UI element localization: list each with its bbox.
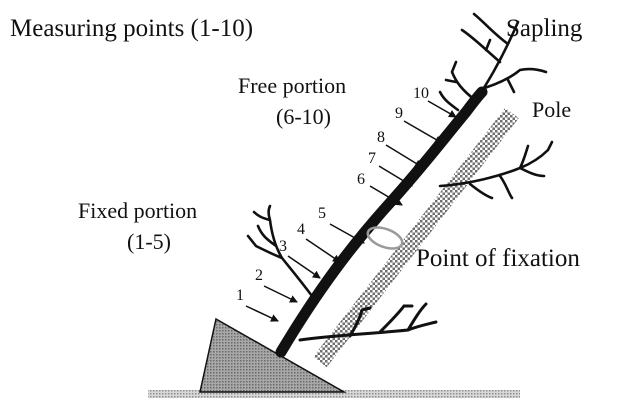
sapling-label: Sapling xyxy=(506,15,583,42)
point-number-8: 8 xyxy=(377,129,385,146)
point-number-9: 9 xyxy=(395,105,403,122)
point-number-3: 3 xyxy=(279,238,287,255)
point-number-1: 1 xyxy=(236,287,244,304)
measuring-points-title: Measuring points (1-10) xyxy=(10,15,253,42)
arrow-9 xyxy=(403,120,443,144)
branch-right xyxy=(438,140,554,200)
arrow-6 xyxy=(369,185,403,206)
arrow-3 xyxy=(287,255,321,279)
arrow-10 xyxy=(427,100,457,118)
point-number-10: 10 xyxy=(413,85,429,102)
pole-label: Pole xyxy=(532,97,571,122)
point-number-6: 6 xyxy=(357,171,365,188)
pole xyxy=(313,107,519,368)
arrow-5 xyxy=(329,223,365,244)
arrow-4 xyxy=(305,238,341,263)
arrow-2 xyxy=(263,285,298,303)
fixation-ring xyxy=(366,226,404,250)
measuring-arrows xyxy=(245,100,457,322)
measuring-point-numbers: 1 2 3 4 5 6 7 8 9 10 xyxy=(236,85,429,304)
point-number-4: 4 xyxy=(297,221,305,238)
point-number-7: 7 xyxy=(368,150,376,167)
arrow-1 xyxy=(245,305,279,322)
sapling-crown-branches xyxy=(438,12,548,112)
point-of-fixation-label: Point of fixation xyxy=(416,245,580,272)
ground-line xyxy=(148,390,520,398)
free-portion-range: (6-10) xyxy=(276,104,331,129)
branch-lower xyxy=(298,302,438,342)
arrow-7 xyxy=(378,165,413,187)
point-number-5: 5 xyxy=(318,205,326,222)
fixed-portion-range: (1-5) xyxy=(127,229,171,254)
free-portion-label: Free portion xyxy=(238,73,346,98)
fixed-portion-label: Fixed portion xyxy=(78,198,197,223)
arrow-8 xyxy=(385,144,423,168)
branch-left xyxy=(246,204,314,298)
point-number-2: 2 xyxy=(255,267,263,284)
